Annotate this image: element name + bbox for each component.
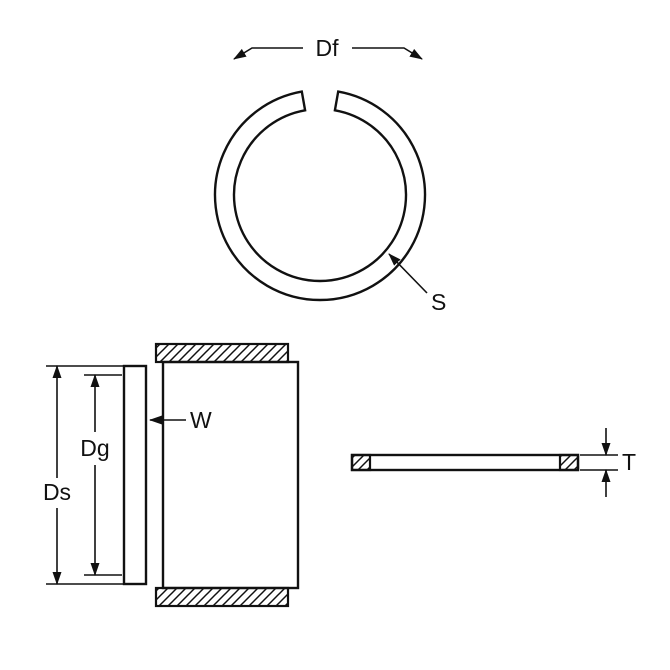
snap-ring-side-view: [122, 364, 148, 586]
dg-label: Dg: [80, 435, 109, 461]
df-dimension-arrow-right: [352, 47, 423, 60]
housing-bottom-wall-hatched: [154, 586, 290, 608]
ds-label: Ds: [43, 479, 71, 505]
ring-cross-section-end-right-hatched: [558, 453, 580, 472]
df-dimension-arrow-left: [233, 47, 303, 60]
housing-body: [161, 360, 300, 590]
w-label: W: [190, 407, 212, 433]
ring-cross-section-body: [350, 453, 580, 472]
snap-ring-front-view: [213, 90, 427, 302]
housing-top-wall-hatched: [154, 342, 290, 364]
s-label: S: [431, 289, 446, 315]
s-leader-arrow: [388, 253, 428, 294]
df-label: Df: [316, 35, 340, 61]
ring-cross-section-end-left-hatched: [350, 453, 372, 472]
t-label: T: [622, 449, 636, 475]
